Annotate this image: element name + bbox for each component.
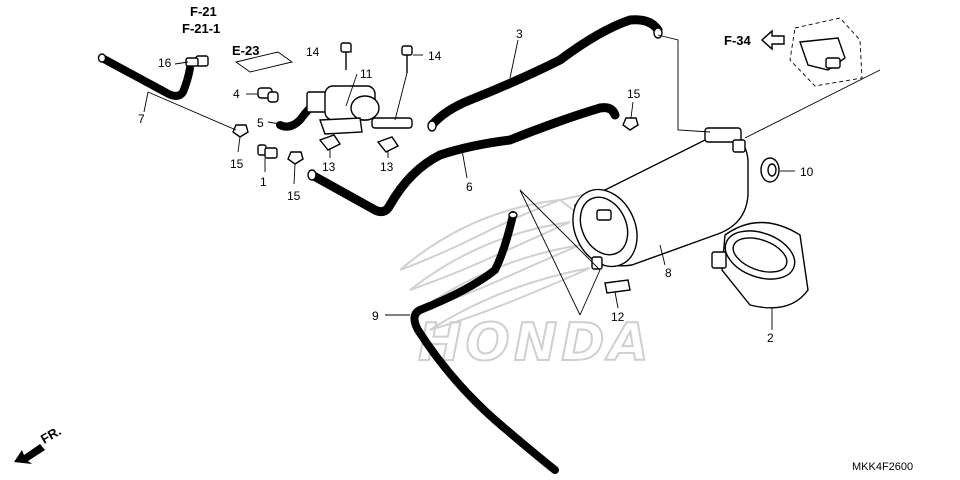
callout-15-center: 15 [287,189,301,203]
hose-7 [97,53,194,100]
canister-8 [572,127,749,270]
f34-arrow [760,29,785,51]
grommet-13-left [318,134,342,151]
clip-15-right [622,117,639,131]
callout-10: 10 [800,165,814,179]
joint-4 [257,87,279,103]
callout-3: 3 [516,27,523,41]
callout-9: 9 [372,309,379,323]
clip-15-left [232,124,249,138]
grommet-13-right [376,136,400,153]
ref-e23: E-23 [232,43,259,58]
ref-f21: F-21 [190,4,217,19]
ref-f21-1: F-21-1 [182,21,220,36]
callout-13-left: 13 [322,160,336,174]
callout-6: 6 [466,180,473,194]
clamp-16 [185,55,209,67]
bolt-14-left [340,42,352,70]
joint-1 [257,144,278,159]
callout-7: 7 [138,112,145,126]
callout-12: 12 [611,310,625,324]
hose-9 [410,211,559,474]
leader-lines [143,34,881,330]
solenoid-valve-11 [306,85,413,135]
band-2 [711,221,809,309]
front-direction-marker: FR. [14,423,64,464]
seal-12 [604,279,631,294]
front-marker-label: FR. [38,423,64,446]
hose-5 [276,104,314,131]
callout-15-left: 15 [230,157,244,171]
hose-6 [307,103,620,217]
callout-13-right: 13 [380,160,394,174]
callout-1: 1 [260,175,267,189]
grommet-10 [760,157,780,183]
detail-box-f34 [789,17,863,87]
clip-15-center [287,151,304,165]
callout-14-right: 14 [428,49,442,63]
callout-11: 11 [360,67,373,81]
callout-5: 5 [257,116,264,130]
callout-16: 16 [158,56,172,70]
callout-14-left: 14 [306,45,320,59]
callout-2: 2 [767,331,774,345]
watermark-text: HONDA [418,313,653,373]
diagram-code: MKK4F2600 [852,461,913,473]
ref-f34: F-34 [724,33,752,48]
callout-8: 8 [665,266,672,280]
bolt-14-right [401,45,413,73]
callout-15-right: 15 [627,87,641,101]
hose-3 [427,15,663,132]
e23-bracket [234,51,294,73]
callout-4: 4 [233,87,240,101]
